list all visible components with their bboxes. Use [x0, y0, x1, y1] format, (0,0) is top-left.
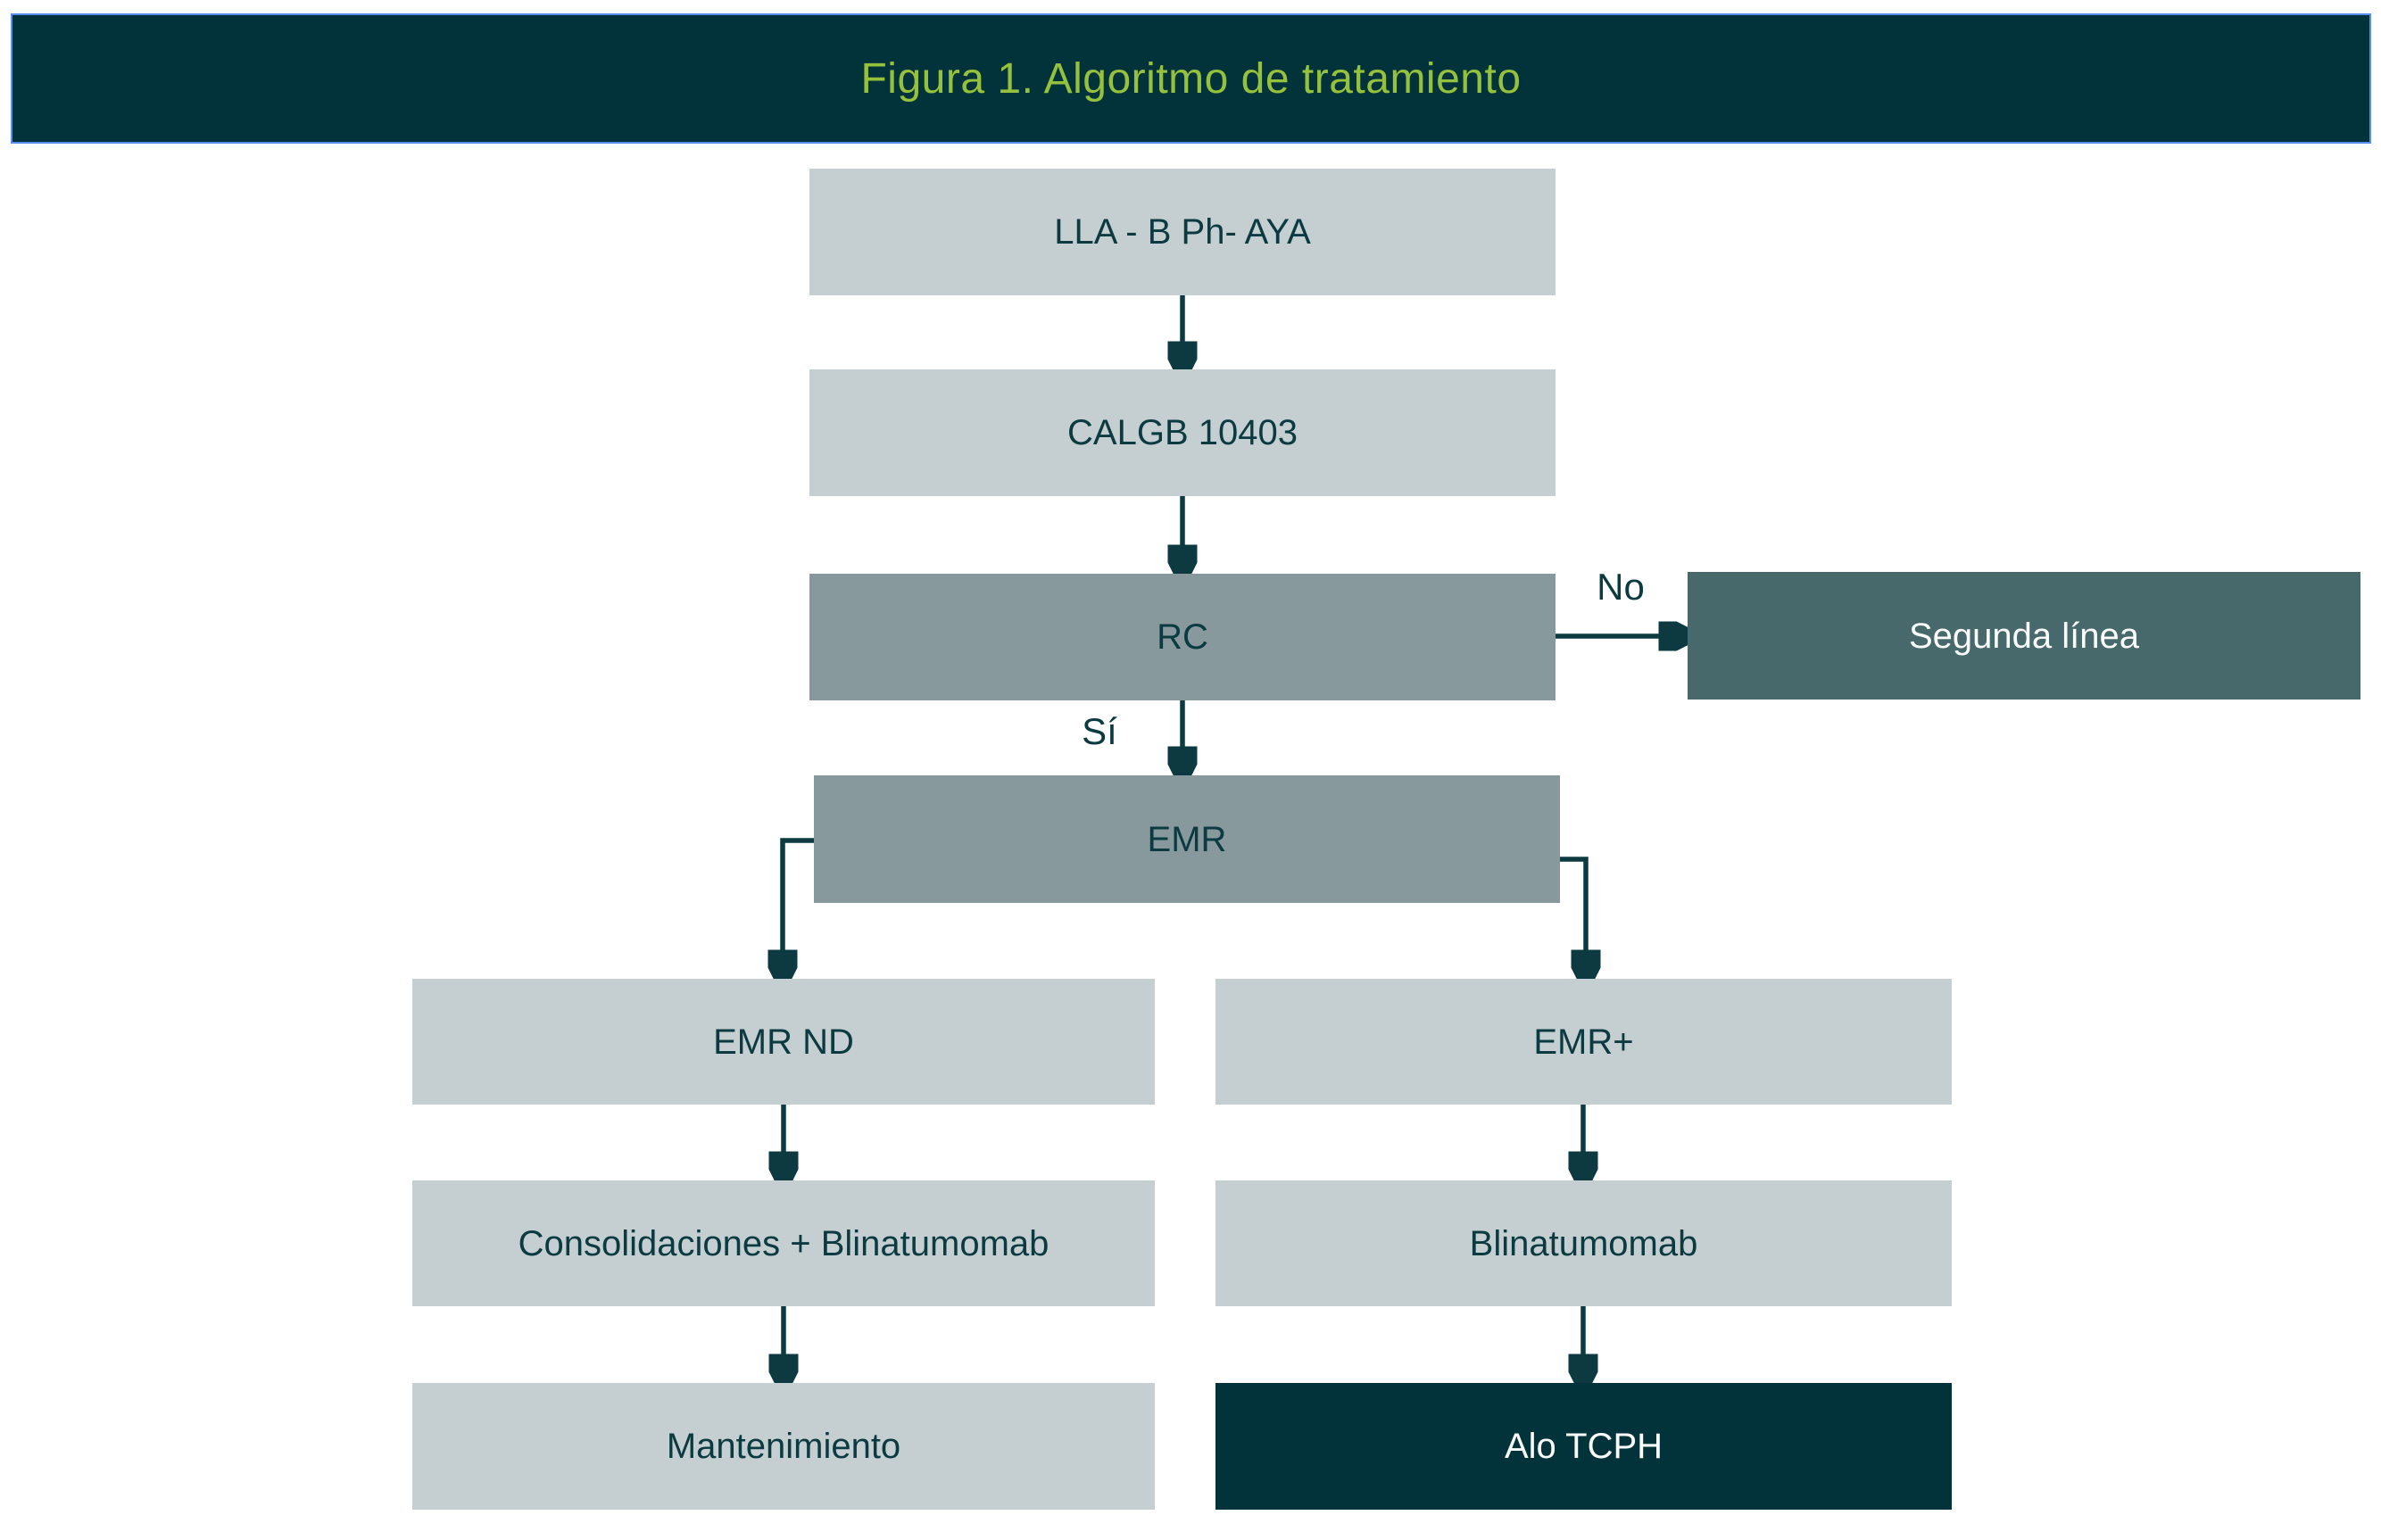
node-label: Consolidaciones + Blinatumomab [518, 1223, 1049, 1263]
node-label: Segunda línea [1908, 616, 2139, 656]
node-alo-tcph: Alo TCPH [1215, 1383, 1952, 1510]
node-label: Blinatumomab [1469, 1223, 1698, 1263]
node-label: Mantenimiento [666, 1427, 901, 1466]
node-segunda-linea: Segunda línea [1688, 572, 2360, 700]
node-rc: RC [809, 574, 1556, 700]
node-label: RC [1157, 617, 1208, 657]
node-label: EMR+ [1533, 1022, 1634, 1062]
node-label: EMR ND [713, 1022, 854, 1062]
node-emr-positive: EMR+ [1215, 979, 1952, 1105]
figure-header: Figura 1. Algoritmo de tratamiento [11, 13, 2371, 144]
node-label: EMR [1147, 819, 1227, 859]
arrow-emr-to-emr-pos [1560, 857, 1586, 976]
node-label: LLA - B Ph- AYA [1054, 212, 1311, 252]
edge-label-si: Sí [1082, 710, 1117, 752]
node-label: CALGB 10403 [1067, 413, 1298, 452]
edge-label-no: No [1597, 566, 1645, 608]
node-calgb-10403: CALGB 10403 [809, 369, 1556, 496]
node-emr: EMR [814, 775, 1560, 903]
arrow-emr-to-emr-nd [783, 838, 814, 976]
figure-title: Figura 1. Algoritmo de tratamiento [860, 54, 1522, 103]
node-lla-b-ph-aya: LLA - B Ph- AYA [809, 169, 1556, 295]
node-blinatumomab: Blinatumomab [1215, 1180, 1952, 1306]
node-consolidaciones-blinatumomab: Consolidaciones + Blinatumomab [412, 1180, 1155, 1306]
node-label: Alo TCPH [1504, 1427, 1663, 1466]
node-emr-nd: EMR ND [412, 979, 1155, 1105]
node-mantenimiento: Mantenimiento [412, 1383, 1155, 1510]
